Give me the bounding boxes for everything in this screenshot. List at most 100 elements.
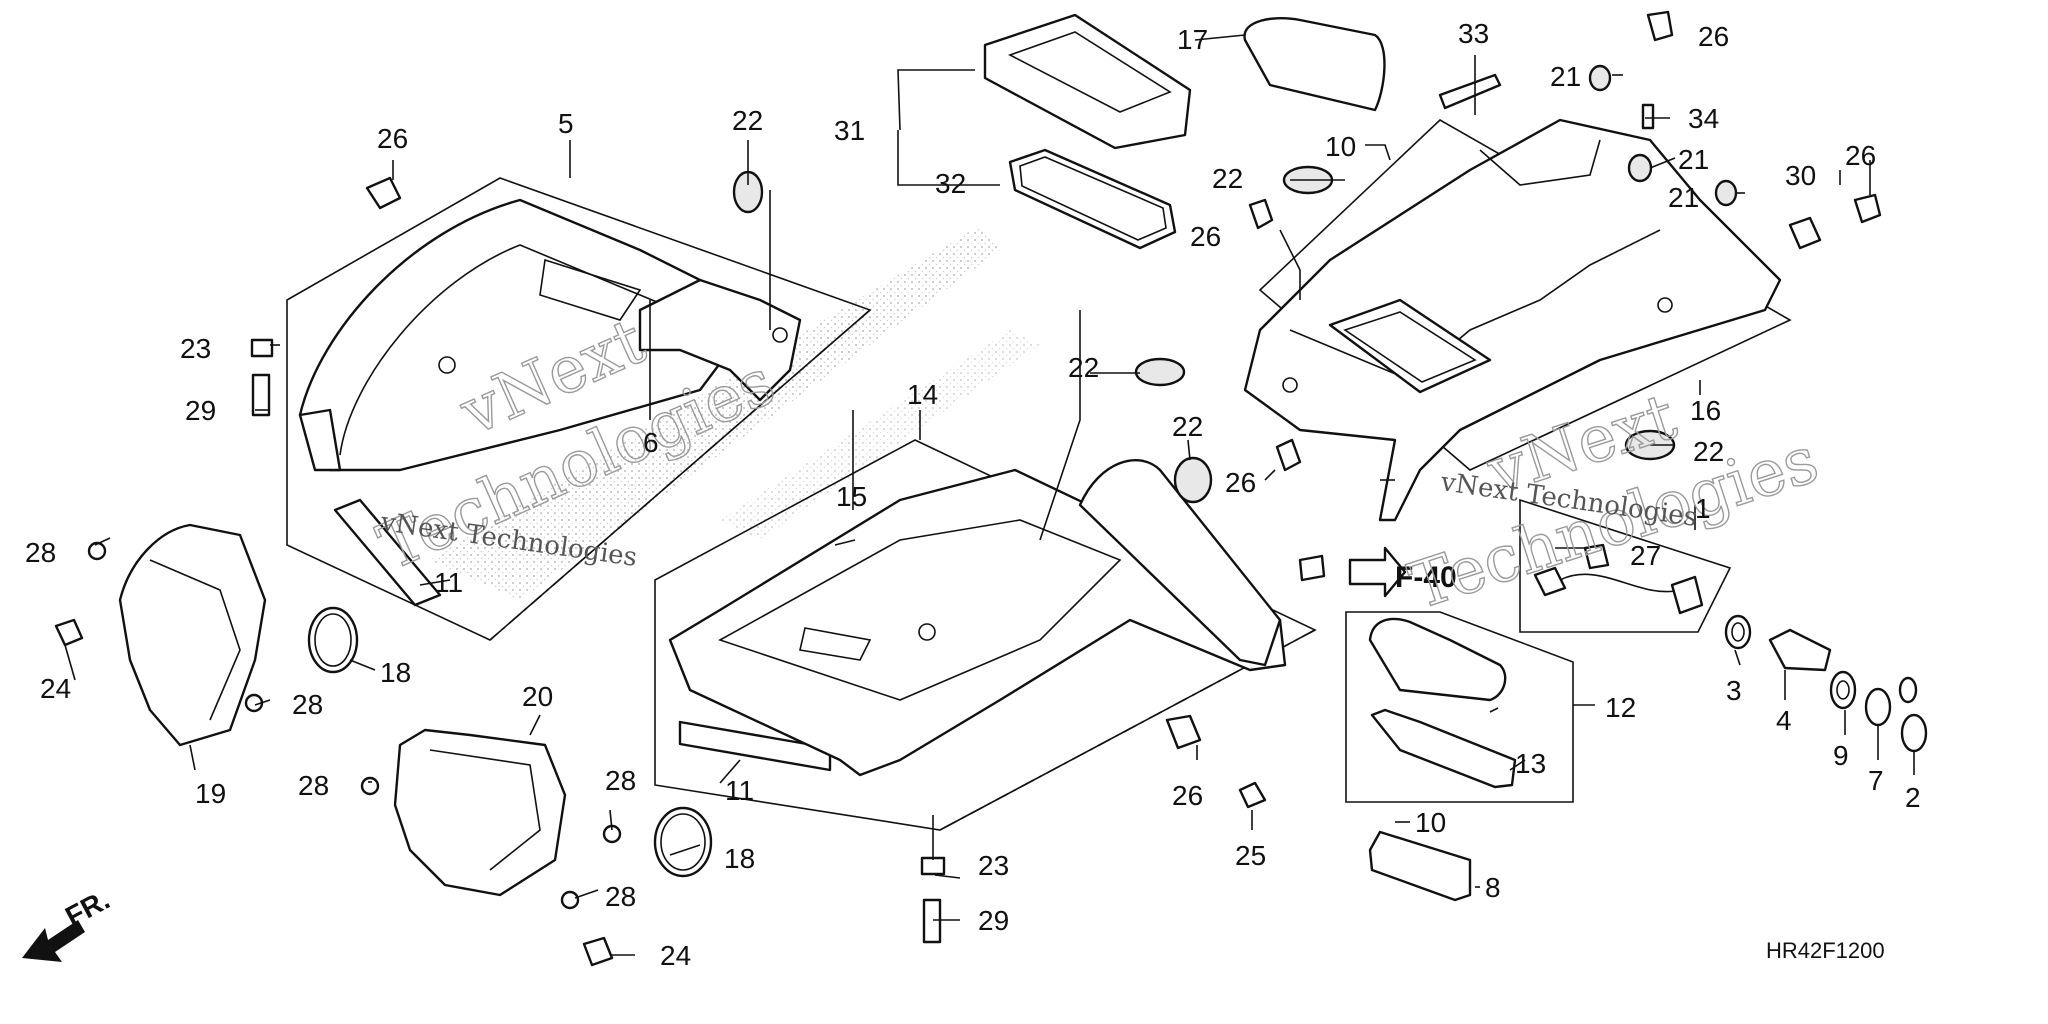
callout-33: 33 (1458, 18, 1489, 49)
callout-18b: 18 (724, 843, 755, 874)
part-24-bolt-b (582, 936, 614, 967)
part-26-clip-d (1165, 714, 1202, 750)
part-28-screw-e (560, 890, 580, 910)
part-28-screw-a (87, 541, 107, 561)
callout-29b: 29 (978, 905, 1009, 936)
part-5-front-cover (298, 198, 762, 472)
part-19-panel (118, 523, 267, 747)
part-28-screw-c (360, 776, 380, 796)
callout-18a: 18 (380, 657, 411, 688)
part-6-bracket (638, 278, 802, 402)
leader-lines (64, 34, 1915, 956)
front-direction-indicator: FR. (22, 884, 115, 962)
callout-28c: 28 (298, 770, 329, 801)
callout-27: 27 (1630, 540, 1661, 571)
callout-20: 20 (522, 681, 553, 712)
f40-bolt (1298, 554, 1326, 582)
callout-4: 4 (1776, 705, 1792, 736)
part-18-ring-center (653, 806, 713, 878)
f40-label: F-40 (1395, 561, 1457, 594)
part-11-pad-center (678, 720, 832, 772)
part-29-bolt-b (922, 898, 942, 944)
callout-12: 12 (1605, 692, 1636, 723)
group-outline-5-dash (489, 309, 871, 641)
callout-17: 17 (1177, 24, 1208, 55)
callout-26d: 26 (1172, 780, 1203, 811)
part-18-ring-left (307, 606, 359, 674)
part-8-clip (1368, 830, 1472, 902)
callout-14: 14 (907, 379, 938, 410)
callout-21a: 21 (1550, 61, 1581, 92)
callout-28e: 28 (605, 881, 636, 912)
drawing-code: HR42F1200 (1766, 938, 1885, 963)
callout-31: 31 (834, 115, 865, 146)
part-29-bolt-a (251, 373, 271, 417)
callout-28d: 28 (605, 765, 636, 796)
callout-22c: 22 (1068, 352, 1099, 383)
callout-23a: 23 (180, 333, 211, 364)
part-21-grommet-c (1714, 179, 1738, 207)
part-32-seal (1008, 148, 1177, 250)
callout-26f: 26 (1845, 140, 1876, 171)
callout-22e: 22 (1693, 436, 1724, 467)
part-17-meter-cover (1243, 17, 1386, 112)
callout-11a: 11 (434, 567, 463, 598)
callout-labels: 1 2 3 4 5 6 7 8 9 10 10 11 11 12 13 14 1… (25, 18, 1921, 971)
group-outline-12 (1345, 611, 1574, 803)
part-21-grommet-b (1627, 153, 1653, 183)
part-24-bolt-a (54, 618, 84, 647)
callout-24b: 24 (660, 940, 691, 971)
callout-3: 3 (1726, 675, 1742, 706)
front-arrow-icon (22, 920, 85, 962)
part-31-cover (983, 13, 1192, 150)
callout-6: 6 (643, 427, 659, 458)
group-outline-5 (286, 177, 872, 641)
f40-reference: F-40 (1348, 546, 1457, 598)
callout-21b: 21 (1678, 144, 1709, 175)
callout-22d: 22 (1172, 411, 1203, 442)
callout-30: 30 (1785, 160, 1816, 191)
callout-7: 7 (1868, 765, 1884, 796)
callout-8: 8 (1485, 872, 1501, 903)
group-outline-1 (1519, 498, 1732, 633)
part-13-gasket (1370, 708, 1517, 789)
part-25-clip (1238, 781, 1267, 809)
part-9-washer (1829, 670, 1857, 710)
part-20-panel (393, 728, 567, 897)
front-label: FR. (60, 884, 114, 933)
shading-center (720, 330, 1040, 540)
part-3-nut (1724, 614, 1752, 650)
part-16-rear-fender (1243, 118, 1782, 522)
part-33-bracket (1438, 73, 1502, 110)
part-21-grommet-a (1588, 64, 1612, 92)
part-22-grommet-c (1134, 357, 1186, 387)
callout-26a: 26 (377, 123, 408, 154)
part-26-clip-f (1853, 193, 1882, 224)
callout-11b: 11 (725, 775, 754, 806)
callout-21c: 21 (1668, 182, 1699, 213)
callout-9: 9 (1833, 740, 1849, 771)
callout-5: 5 (558, 108, 574, 139)
callout-16: 16 (1690, 395, 1721, 426)
part-34-screw (1641, 103, 1655, 130)
callout-19: 19 (195, 778, 226, 809)
part-4-socket (1768, 628, 1832, 672)
part-14-center-tray (668, 459, 1287, 777)
part-26-clip-b (1248, 198, 1274, 230)
part-2-cap (1898, 676, 1928, 753)
callout-28b: 28 (292, 689, 323, 720)
part-26-clip-a (365, 176, 402, 210)
part-23-nut-a (250, 338, 274, 358)
callout-22a: 22 (732, 105, 763, 136)
callout-26c: 26 (1225, 467, 1256, 498)
callout-32: 32 (935, 168, 966, 199)
callout-22b: 22 (1212, 163, 1243, 194)
part-12-lid (1368, 617, 1507, 702)
callout-34: 34 (1688, 103, 1719, 134)
callout-26e: 26 (1698, 21, 1729, 52)
callout-26b: 26 (1190, 221, 1221, 252)
part-30-reflector (1788, 216, 1822, 250)
callout-28a: 28 (25, 537, 56, 568)
part-26-clip-c (1275, 438, 1302, 472)
